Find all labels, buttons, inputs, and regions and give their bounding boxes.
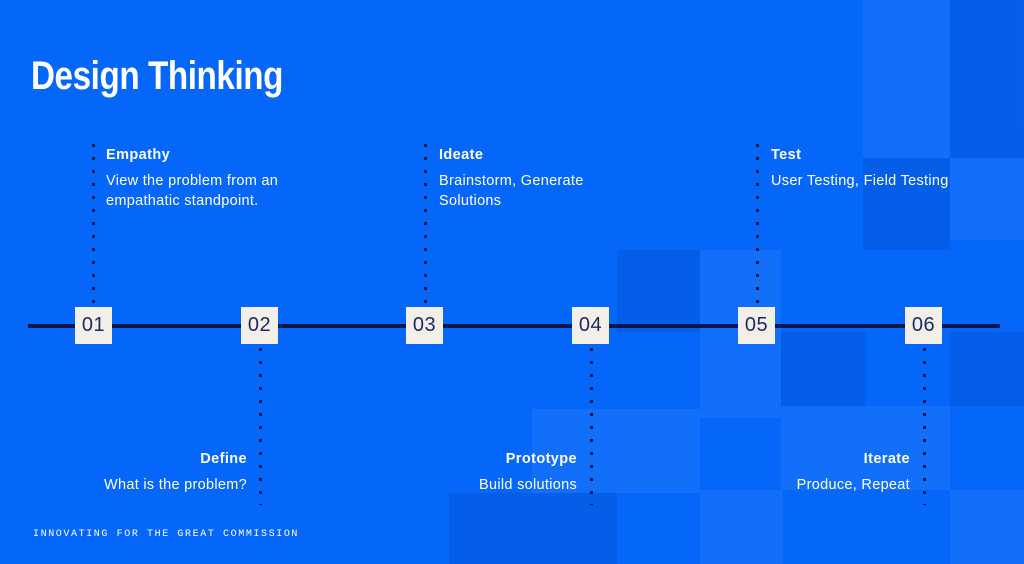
background-tile [950,0,1024,158]
step-desc: User Testing, Field Testing [771,173,949,189]
step-dotted-line [923,348,926,505]
background-tile [863,158,950,250]
step-label-define: Define What is the problem? [104,451,247,496]
step-desc: Brainstorm, Generate Solutions [439,173,584,209]
background-tile [950,332,1024,406]
background-tile [781,332,866,406]
background-tile [863,0,950,78]
step-title: Define [200,451,247,467]
step-number-box: 01 [75,307,112,344]
step-title: Ideate [439,147,484,163]
timeline-line [28,324,1000,328]
step-dotted-line [756,144,759,304]
background-tile [532,409,700,493]
step-desc: Produce, Repeat [796,477,910,493]
step-title: Empathy [106,147,171,163]
step-dotted-line [92,144,95,304]
step-dotted-line [259,348,262,505]
step-number-box: 06 [905,307,942,344]
step-label-prototype: Prototype Build solutions [479,451,577,496]
step-desc: View the problem from an empathatic stan… [106,173,279,209]
step-title: Iterate [863,451,910,467]
step-dotted-line [424,144,427,304]
background-tile [617,250,700,332]
step-label-iterate: Iterate Produce, Repeat [797,451,910,496]
page-title: Design Thinking [31,54,284,98]
background-tile [950,490,1024,564]
background-tile [449,493,617,564]
step-number-box: 03 [406,307,443,344]
step-number-box: 05 [738,307,775,344]
step-label-test: Test User Testing, Field Testing [771,147,949,192]
step-desc: What is the problem? [103,477,247,493]
step-number-box: 04 [572,307,609,344]
background-tile [863,78,950,158]
background-tile [781,406,950,490]
step-label-empathy: Empathy View the problem from an empatha… [106,147,296,211]
background-tile [700,490,783,564]
tagline: INNOVATING FOR THE GREAT COMMISSION [33,529,300,540]
step-title: Test [771,147,802,163]
step-desc: Build solutions [479,477,577,493]
step-label-ideate: Ideate Brainstorm, Generate Solutions [439,147,599,211]
background-tile [950,158,1024,240]
step-number-box: 02 [241,307,278,344]
step-dotted-line [590,348,593,505]
step-title: Prototype [505,451,577,467]
